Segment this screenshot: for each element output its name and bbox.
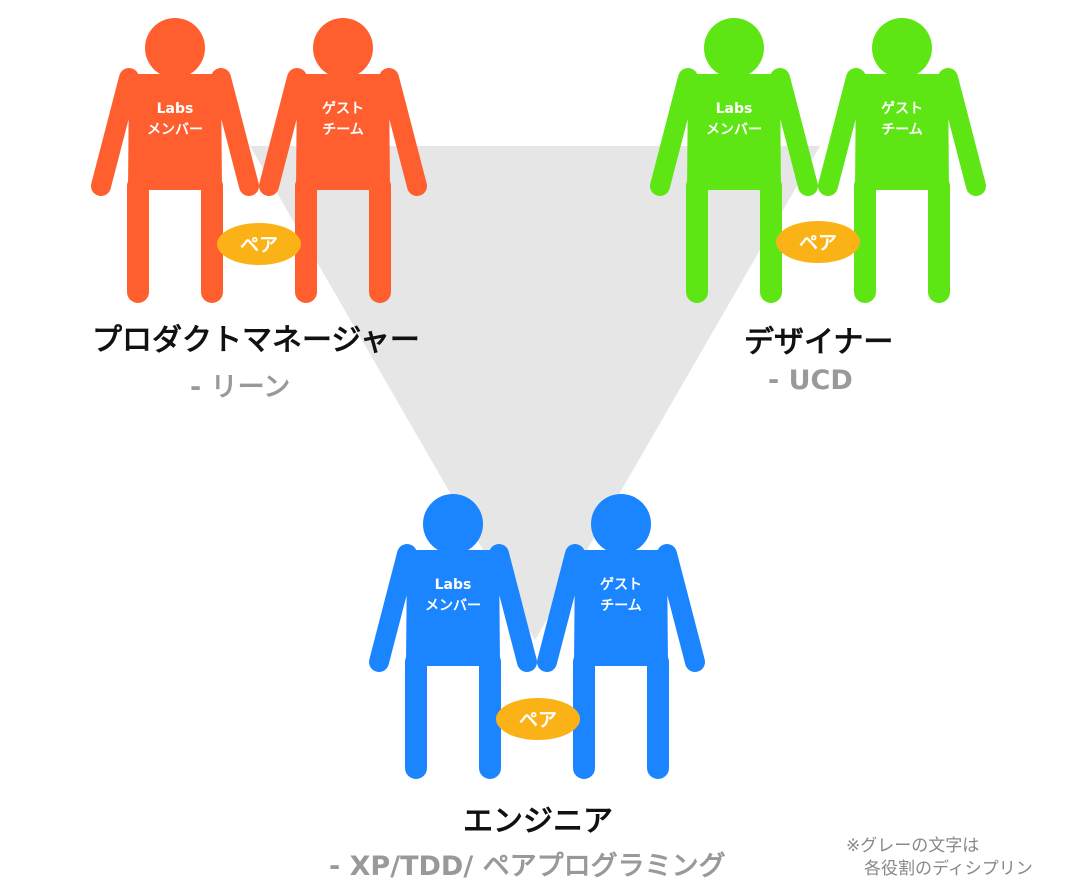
person-head	[591, 494, 651, 554]
person-head	[313, 18, 373, 78]
person-left-arm	[369, 544, 417, 672]
person-right-arm	[657, 544, 705, 672]
person-torso	[406, 550, 500, 666]
person-torso	[687, 74, 781, 190]
person-label-line2: メンバー	[425, 598, 481, 614]
engineer-discipline: - XP/TDD/ ペアプログラミング	[329, 851, 726, 882]
person-head	[704, 18, 764, 78]
pair-badge-label: ペア	[799, 232, 837, 254]
person-right-arm	[938, 68, 986, 196]
pair-badge-bg	[496, 698, 580, 740]
person-left-arm	[259, 68, 307, 196]
person-head	[872, 18, 932, 78]
person-label-line1: Labs	[157, 101, 194, 117]
person-torso	[296, 74, 390, 190]
designer-discipline: - UCD	[768, 365, 853, 396]
people-layer: LabsメンバーゲストチームペアLabsメンバーゲストチームペアLabsメンバー…	[91, 18, 986, 779]
person-torso	[574, 550, 668, 666]
person-label-line2: チーム	[600, 598, 642, 614]
pm-discipline: - リーン	[190, 372, 291, 403]
person-label-line1: Labs	[716, 101, 753, 117]
person-left-arm	[91, 68, 139, 196]
person-right-arm	[379, 68, 427, 196]
person-left-arm	[650, 68, 698, 196]
background-triangle	[250, 146, 820, 640]
legend-note-line2: 各役割のディシプリン	[864, 859, 1033, 879]
person-label-line1: ゲスト	[600, 576, 642, 593]
person-label-line2: チーム	[322, 122, 364, 138]
designer-role-title: デザイナー	[744, 325, 894, 360]
pair-badge-label: ペア	[519, 709, 557, 731]
pm-labs-person: Labs メンバー	[91, 18, 259, 303]
person-head	[145, 18, 205, 78]
person-right-arm	[489, 544, 537, 672]
pm-role-title: プロダクトマネージャー	[92, 323, 420, 358]
engineer-pair-badge: ペア	[496, 698, 580, 740]
person-left-arm	[537, 544, 585, 672]
legend-note-line1: ※グレーの文字は	[846, 836, 980, 856]
person-head	[423, 494, 483, 554]
pair-badge-bg	[217, 223, 301, 265]
pair-badge-label: ペア	[240, 234, 278, 256]
engineer-labs-person: Labs メンバー	[369, 494, 537, 779]
person-torso	[128, 74, 222, 190]
person-right-arm	[211, 68, 259, 196]
engineer-role-title: エンジニア	[463, 804, 613, 839]
person-label-line1: ゲスト	[881, 100, 923, 117]
person-label-line1: Labs	[435, 577, 472, 593]
person-right-arm	[770, 68, 818, 196]
pm-pair-badge: ペア	[217, 223, 301, 265]
designer-pair-badge: ペア	[776, 221, 860, 263]
pair-badge-bg	[776, 221, 860, 263]
legend-note: ※グレーの文字は 各役割のディシプリン	[846, 835, 1033, 881]
person-left-arm	[818, 68, 866, 196]
designer-labs-person: Labs メンバー	[650, 18, 818, 303]
person-label-line2: メンバー	[706, 122, 762, 138]
person-label-line2: メンバー	[147, 122, 203, 138]
person-label-line2: チーム	[881, 122, 923, 138]
person-torso	[855, 74, 949, 190]
person-label-line1: ゲスト	[322, 100, 364, 117]
